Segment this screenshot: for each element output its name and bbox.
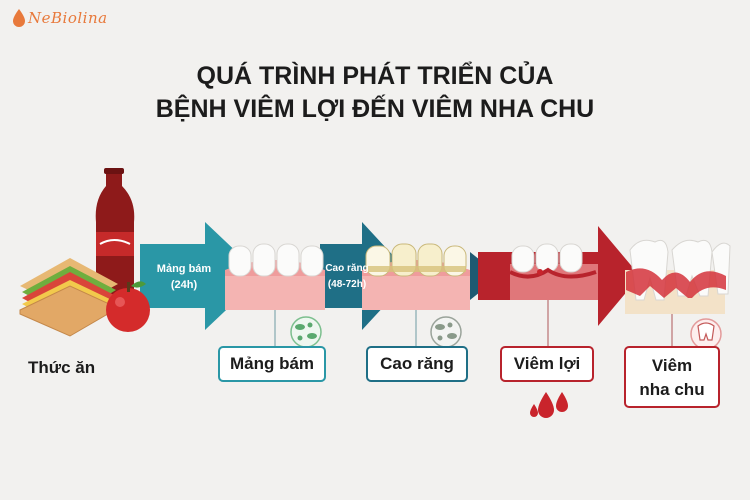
- page-title: QUÁ TRÌNH PHÁT TRIỂN CỦA BỆNH VIÊM LỢI Đ…: [0, 60, 750, 126]
- brand-name: NeBiolina: [28, 9, 108, 27]
- teeth-tartar: [362, 243, 470, 310]
- arrow-label-tartar: Cao răng (48-72h): [325, 263, 369, 290]
- teeth-gingivitis: [509, 243, 598, 300]
- drop-logo-icon: [13, 9, 25, 27]
- stage-label-food: Thức ăn: [28, 358, 96, 377]
- food-icon: [19, 168, 150, 337]
- teeth-periodontitis: [625, 239, 731, 314]
- teeth-plaque: [225, 243, 325, 310]
- stage-box-gingivitis: Viêm lợi: [500, 346, 594, 382]
- bacteria-icon: [290, 316, 322, 348]
- brand-logo: NeBiolina: [12, 8, 108, 28]
- blood-drop-icon: [530, 392, 568, 418]
- title-line-1: QUÁ TRÌNH PHÁT TRIỂN CỦA: [196, 62, 554, 90]
- tooth-icon: [690, 318, 722, 350]
- stage-box-plaque: Mảng bám: [218, 346, 326, 382]
- stage-box-tartar: Cao răng: [366, 346, 468, 382]
- title-line-2: BỆNH VIÊM LỢI ĐẾN VIÊM NHA CHU: [155, 95, 595, 123]
- bacteria-icon: [430, 316, 462, 348]
- arrow-label-plaque: Mảng bám (24h): [156, 263, 212, 291]
- stage-box-periodontitis: Viêm nha chu: [624, 346, 720, 408]
